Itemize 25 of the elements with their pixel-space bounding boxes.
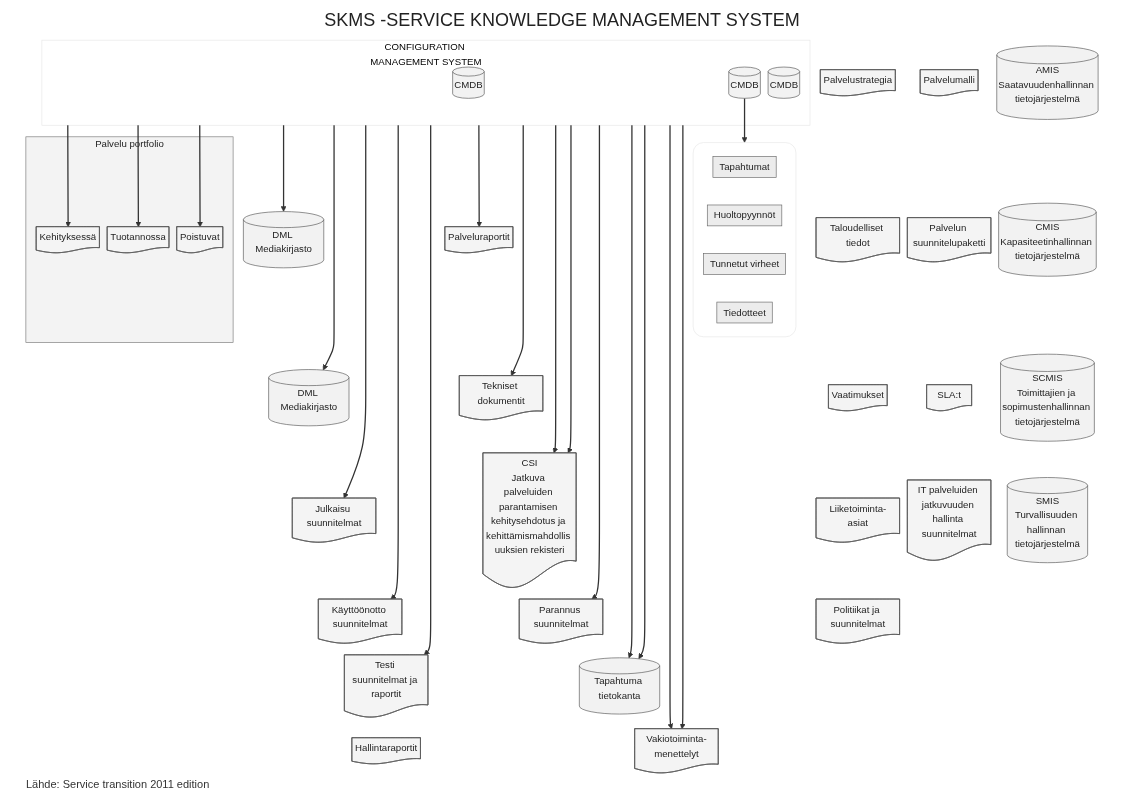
arrow [343,124,367,499]
arrow [423,124,432,656]
arrow [679,124,686,730]
node-box: Tapahtumat [712,156,777,178]
arrow [280,124,287,212]
arrow [197,124,203,228]
arrow [390,124,399,600]
arrow [627,124,634,659]
arrow [667,124,674,730]
arrow [552,124,559,454]
arrow [638,124,646,660]
arrow [476,124,482,228]
arrow [741,97,748,143]
node-box: Huoltopyynnöt [706,204,783,227]
cluster [692,142,797,338]
arrow [510,124,524,377]
arrow [567,124,573,454]
arrow [591,124,601,600]
arrow [322,124,335,371]
diagram-title: SKMS -SERVICE KNOWLEDGE MANAGEMENT SYSTEM [324,10,800,31]
arrow [135,124,142,228]
arrow [65,124,71,228]
node-box: Tiedotteet [716,301,773,324]
node-box: Tunnetut virheet [703,253,786,275]
source-caption: Lähde: Service transition 2011 edition [26,778,210,790]
